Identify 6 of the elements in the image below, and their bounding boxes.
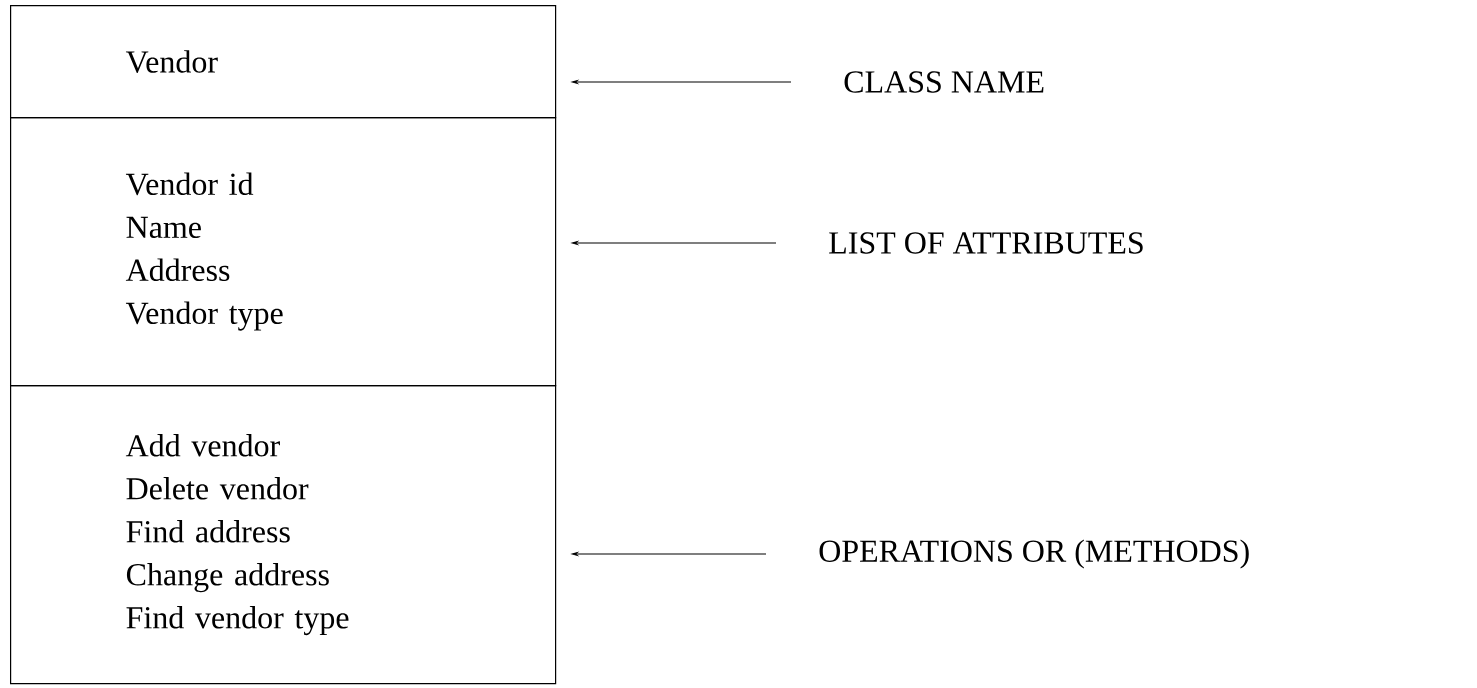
annotation-text: OPERATIONS OR (METHODS) [819, 539, 1249, 569]
class-compartment: Vendor [10, 5, 557, 119]
class-compartment: Vendor id Name Address Vendor type [10, 117, 557, 387]
annotation-text: CLASS NAME [844, 71, 1044, 93]
class-compartment: Add vendor Delete vendor Find address Change address Find vendor type [10, 385, 557, 685]
annotation-text: LIST OF ATTRIBUTES [829, 232, 1143, 254]
